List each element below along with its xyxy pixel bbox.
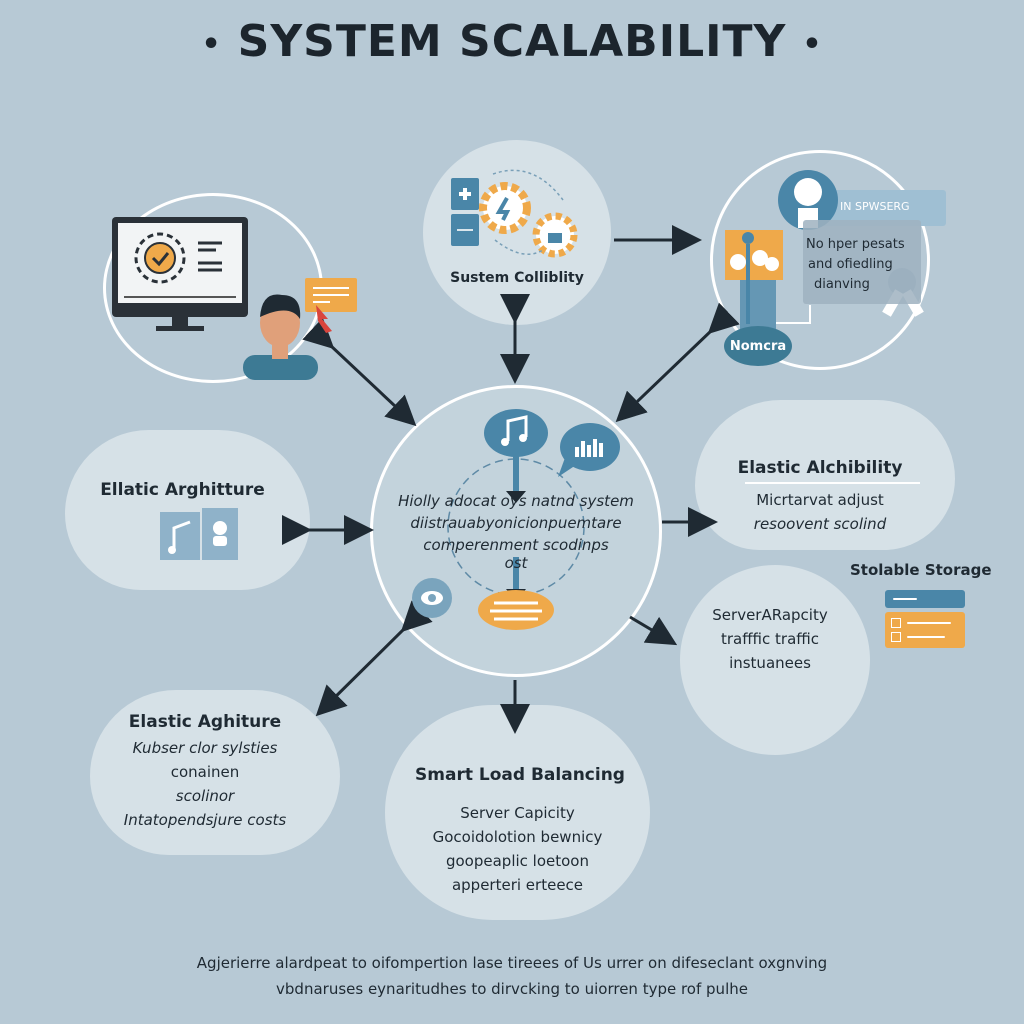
badge-pill <box>724 326 792 366</box>
database-icon <box>478 590 554 630</box>
right-mid-heading: Elastic Alchibility <box>737 458 903 478</box>
server-panel-icon <box>451 178 479 246</box>
storage-panel-icon[interactable] <box>885 590 965 650</box>
message-card-icon <box>305 278 357 312</box>
footer-line-2: vbdnaruses eynaritudhes to dirvcking to … <box>276 980 748 998</box>
bottom-center-heading: Smart Load Balancing <box>415 765 625 785</box>
right-lower-line-1: ServerARapcity <box>712 606 828 624</box>
bottom-center-line-4: apperteri erteece <box>451 876 584 894</box>
storage-heading: Stolable Storage <box>850 561 992 579</box>
music-tile-icon <box>160 512 200 560</box>
bottom-left-node[interactable]: Elastic Aghiture Kubser clor sylsties co… <box>90 690 340 855</box>
arrow-center-rightlower <box>629 615 678 646</box>
bottom-left-line-4: Intatopendsjure costs <box>123 811 287 829</box>
footer-caption: Agjerierre alardpeat to oifompertion las… <box>0 950 1024 1002</box>
top-right-node[interactable]: IN SPWSERG No hper pesats and ofiedling … <box>710 150 960 380</box>
right-lower-node[interactable]: ServerARapcity trafffic traffic instuane… <box>680 565 870 755</box>
cycle-arrows-icon <box>492 169 564 255</box>
center-line-3: comperenment scodinps <box>423 536 609 554</box>
cursor-icon <box>316 305 332 333</box>
bottom-left-line-1: Kubser clor sylsties <box>132 739 278 757</box>
center-hub[interactable]: Hiolly adocat oys natnd system diistraua… <box>370 385 662 677</box>
arrow-topright-center <box>615 302 740 423</box>
left-mid-heading: Ellatic Arghitture <box>100 480 265 500</box>
chart-bubble-icon <box>558 423 620 477</box>
center-line-1: Hiolly adocat oys natnd system <box>398 492 634 510</box>
gear-clock-icon <box>134 232 186 284</box>
top-center-node[interactable]: Sustem Colliblity <box>423 140 611 325</box>
cloud-gear-icon <box>412 578 452 618</box>
title-bullet-left: • <box>201 26 222 62</box>
info-card-line-3: dianving <box>814 277 870 292</box>
right-mid-line-2: resoovent scolind <box>753 515 887 533</box>
person-icon <box>243 294 318 380</box>
left-mid-cloud <box>65 430 310 590</box>
right-lower-line-2: trafffic traffic <box>720 630 820 648</box>
right-mid-divider <box>745 482 920 484</box>
team-icon <box>725 230 783 330</box>
arrow-center-bottomleft <box>315 600 433 717</box>
music-note-icon <box>484 409 548 457</box>
bottom-left-line-3: scolinor <box>175 787 235 805</box>
center-line-4: ost <box>504 554 528 572</box>
right-mid-cloud <box>695 400 955 550</box>
banner-text: IN SPWSERG <box>840 200 910 213</box>
right-lower-line-3: instuanees <box>729 654 811 672</box>
bottom-center-node[interactable]: Smart Load Balancing Server Capicity Goc… <box>385 705 650 920</box>
bottom-center-line-1: Server Capicity <box>460 804 575 822</box>
left-mid-node[interactable]: Ellatic Arghitture <box>65 430 310 590</box>
monitor-icon <box>112 217 357 380</box>
center-line-2: diistrauabyonicionpuemtare <box>410 514 622 532</box>
title-text: SYSTEM SCALABILITY <box>237 16 787 67</box>
bottom-center-line-3: goopeaplic loetoon <box>445 852 589 870</box>
right-lower-bubble <box>680 565 870 755</box>
top-left-node[interactable] <box>110 215 360 380</box>
bottom-center-line-2: Gocoidolotion bewnicy <box>432 828 603 846</box>
top-center-label: Sustem Colliblity <box>450 270 584 286</box>
bottom-center-cloud <box>385 705 650 920</box>
info-card-line-1: No hper pesats <box>806 237 905 252</box>
right-mid-node[interactable]: Elastic Alchibility Micrtarvat adjust re… <box>695 400 955 550</box>
top-right-ring <box>710 150 930 370</box>
bottom-left-line-2: conainen <box>170 763 240 781</box>
title-bullet-right: • <box>802 26 823 62</box>
arrow-topleft-center <box>302 317 417 427</box>
right-mid-line-1: Micrtarvat adjust <box>756 491 884 509</box>
info-card <box>803 220 921 304</box>
badge-text: Nomcra <box>729 339 787 354</box>
user-tile-icon <box>202 508 238 560</box>
page-title: • SYSTEM SCALABILITY • <box>0 16 1024 67</box>
bottom-left-cloud <box>90 690 340 855</box>
avatar-icon <box>778 170 838 230</box>
footer-line-1: Agjerierre alardpeat to oifompertion las… <box>196 954 828 972</box>
gear-icon <box>479 182 578 258</box>
bottom-left-heading: Elastic Aghiture <box>128 712 282 732</box>
info-card-line-2: and ofiedling <box>808 257 893 272</box>
